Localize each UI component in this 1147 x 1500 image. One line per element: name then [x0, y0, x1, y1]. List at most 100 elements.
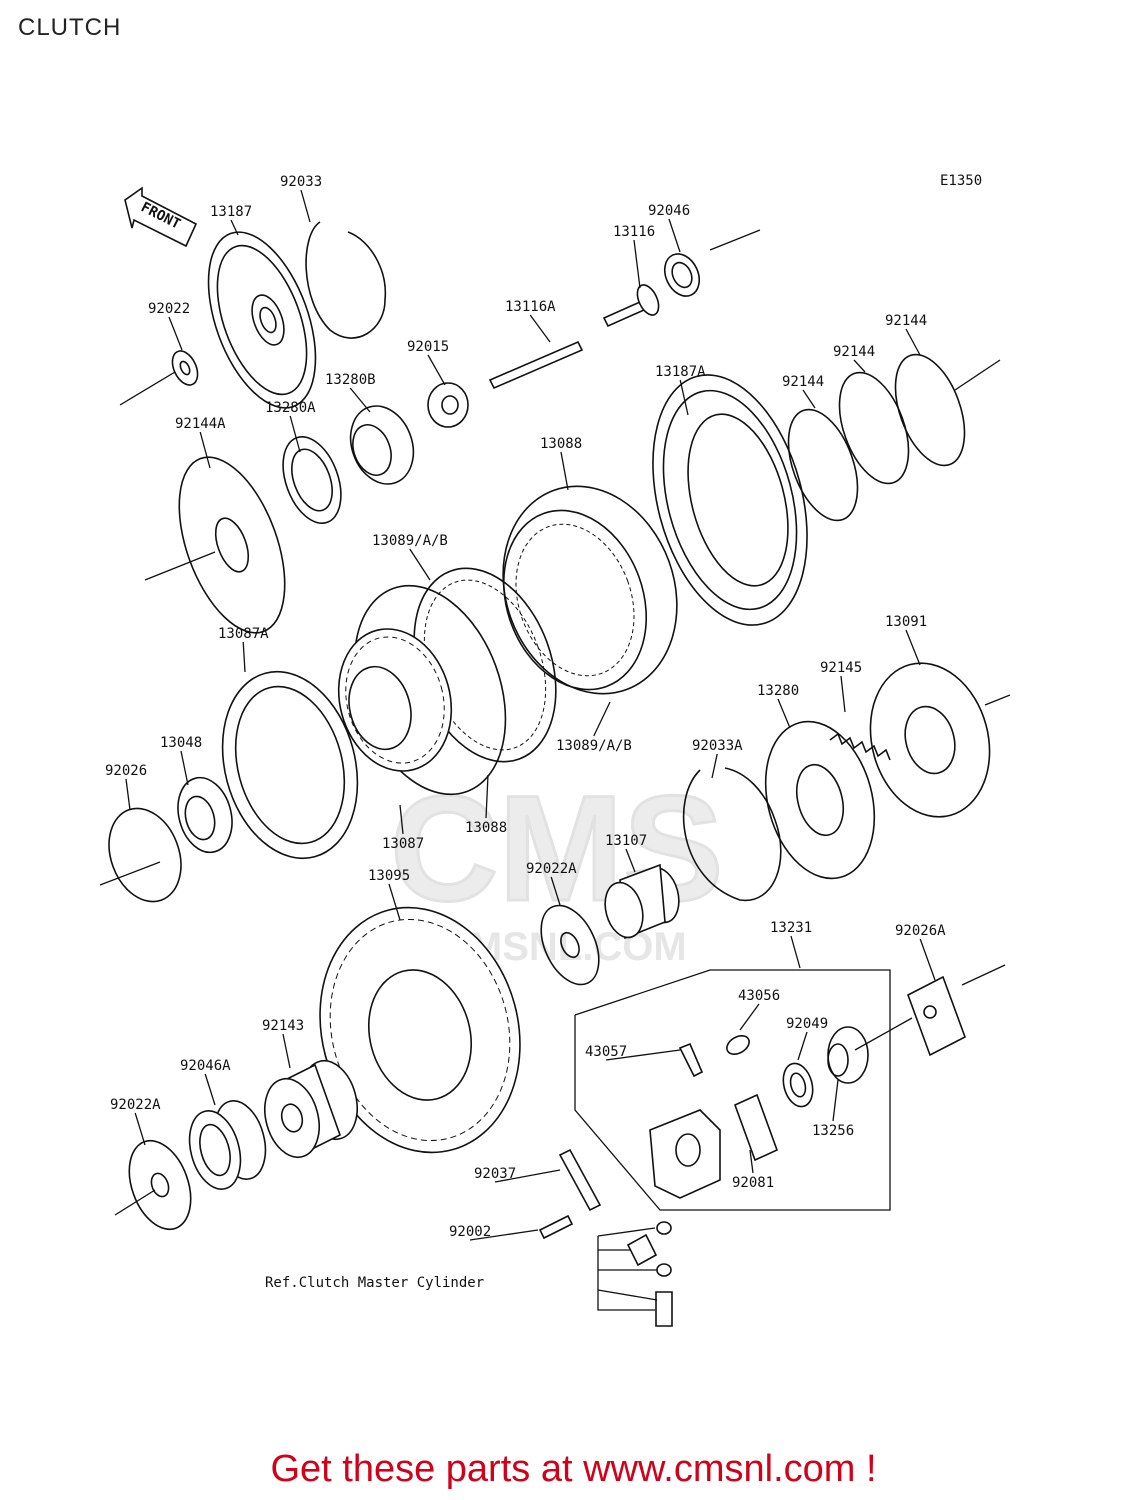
callout-13088[interactable]: 13088	[465, 774, 507, 836]
callout-leader-line	[905, 629, 921, 666]
part-92026-ring	[108, 807, 182, 903]
part-92144A-plate	[178, 456, 286, 634]
callout-label: 13187	[210, 204, 252, 220]
callout-92026[interactable]: 92026	[105, 763, 147, 811]
part-13087A-plate	[221, 670, 359, 860]
callout-leader-line	[134, 1112, 146, 1146]
callout-label: 43056	[738, 988, 780, 1004]
part-92144-shim	[787, 408, 859, 522]
part-92022-washer	[171, 350, 199, 386]
callout-label: 92144A	[175, 416, 226, 432]
callout-13187[interactable]: 13187	[210, 204, 252, 236]
callout-92144[interactable]: 92144	[833, 344, 875, 373]
callout-label: 13089/A/B	[372, 533, 448, 549]
callout-leader-line	[550, 876, 561, 906]
callout-13116a[interactable]: 13116A	[505, 299, 556, 343]
callout-13091[interactable]: 13091	[885, 614, 927, 666]
callout-13089-a-b[interactable]: 13089/A/B	[372, 533, 448, 581]
callout-leader-line	[802, 389, 816, 409]
callout-leader-line	[388, 883, 401, 921]
callout-label: 92046	[648, 203, 690, 219]
callout-label: 13089/A/B	[556, 738, 632, 754]
callout-label: 13280B	[325, 372, 376, 388]
callout-13087a[interactable]: 13087A	[218, 626, 269, 673]
callout-43057[interactable]: 43057	[585, 1044, 681, 1061]
callout-92145[interactable]: 92145	[820, 660, 862, 713]
callout-leader-line	[230, 219, 239, 236]
callout-leader-line	[832, 1079, 839, 1122]
part-13280A-plate	[282, 435, 342, 525]
callout-label: 92026A	[895, 923, 946, 939]
footer-banner[interactable]: Get these parts at www.cmsnl.com !	[270, 1448, 877, 1490]
callout-leader-line	[790, 935, 801, 969]
callout-13107[interactable]: 13107	[605, 833, 647, 873]
callout-leader-line	[797, 1031, 808, 1061]
callout-92033[interactable]: 92033	[280, 174, 322, 223]
callout-43056[interactable]: 43056	[738, 988, 780, 1031]
callout-92144a[interactable]: 92144A	[175, 416, 226, 469]
part-92081-spring	[733, 1093, 779, 1162]
part-13095-clutch-housing	[319, 906, 521, 1154]
callout-92015[interactable]: 92015	[407, 339, 449, 386]
callout-13187a[interactable]: 13187A	[655, 364, 706, 416]
callout-label: 92144	[833, 344, 875, 360]
callout-13280b[interactable]: 13280B	[325, 372, 376, 413]
part-92144-shim	[894, 353, 966, 467]
part-92015-nut	[427, 382, 469, 428]
callout-13256[interactable]: 13256	[812, 1079, 854, 1139]
callout-leader-line	[668, 218, 681, 253]
callout-layer: 92033 13187 92046 13116 92022 13116A 92015 1328…	[105, 174, 946, 1241]
callout-label: 92046A	[180, 1058, 231, 1074]
part-43056-bleeder	[726, 1035, 750, 1055]
callout-label: 13048	[160, 735, 202, 751]
callout-label: 13116	[613, 224, 655, 240]
callout-13048[interactable]: 13048	[160, 735, 202, 786]
part-13280B-hub	[349, 405, 415, 485]
callout-13088[interactable]: 13088	[540, 436, 582, 491]
callout-leader-line	[840, 675, 846, 713]
callout-92143[interactable]: 92143	[262, 1018, 304, 1069]
part-13107-sleeve	[604, 863, 680, 940]
callout-label: 13280A	[265, 400, 316, 416]
part-13087-clutch-hub	[337, 628, 453, 772]
callout-92046a[interactable]: 92046A	[180, 1058, 231, 1106]
callout-92026a[interactable]: 92026A	[895, 923, 946, 981]
part-13116-push-rod	[602, 284, 660, 328]
callout-leader-line	[593, 701, 611, 737]
callout-92022[interactable]: 92022	[148, 301, 190, 351]
callout-leader-line	[739, 1003, 760, 1031]
callout-92049[interactable]: 92049	[786, 1016, 828, 1061]
part-13256-piston	[827, 1026, 869, 1084]
callout-leader-line	[289, 415, 301, 453]
part-92145-spring	[829, 732, 891, 761]
callout-92002[interactable]: 92002	[449, 1224, 539, 1241]
part-13091-plate	[869, 662, 991, 818]
callout-92033a[interactable]: 92033A	[692, 738, 743, 779]
callout-label: 92026	[105, 763, 147, 779]
callout-leader-line	[853, 359, 866, 373]
callout-92081[interactable]: 92081	[732, 1149, 774, 1191]
part-13231-slave-cylinder-group	[574, 969, 891, 1211]
callout-13089-a-b[interactable]: 13089/A/B	[556, 701, 632, 754]
callout-92046[interactable]: 92046	[648, 203, 690, 253]
callout-92022a[interactable]: 92022A	[526, 861, 577, 906]
diagram-code: E1350	[940, 173, 982, 189]
callout-leader-line	[125, 778, 131, 811]
part-13280-plate	[764, 720, 876, 880]
callout-13087[interactable]: 13087	[382, 804, 424, 852]
callout-label: 92015	[407, 339, 449, 355]
part-13048-collar	[177, 776, 233, 854]
ref-note: Ref.Clutch Master Cylinder	[265, 1275, 484, 1291]
callout-92022a[interactable]: 92022A	[110, 1097, 161, 1146]
callout-13116[interactable]: 13116	[613, 224, 655, 289]
callout-92144[interactable]: 92144	[885, 313, 927, 356]
callout-13280[interactable]: 13280	[757, 683, 799, 729]
part-13187A-plate	[652, 374, 808, 626]
callout-13095[interactable]: 13095	[368, 868, 410, 921]
callout-13280a[interactable]: 13280A	[265, 400, 316, 453]
callout-leader-line	[905, 328, 921, 356]
callout-13231[interactable]: 13231	[770, 920, 812, 969]
callout-label: 13088	[540, 436, 582, 452]
callout-92144[interactable]: 92144	[782, 374, 824, 409]
callout-92037[interactable]: 92037	[474, 1166, 561, 1183]
